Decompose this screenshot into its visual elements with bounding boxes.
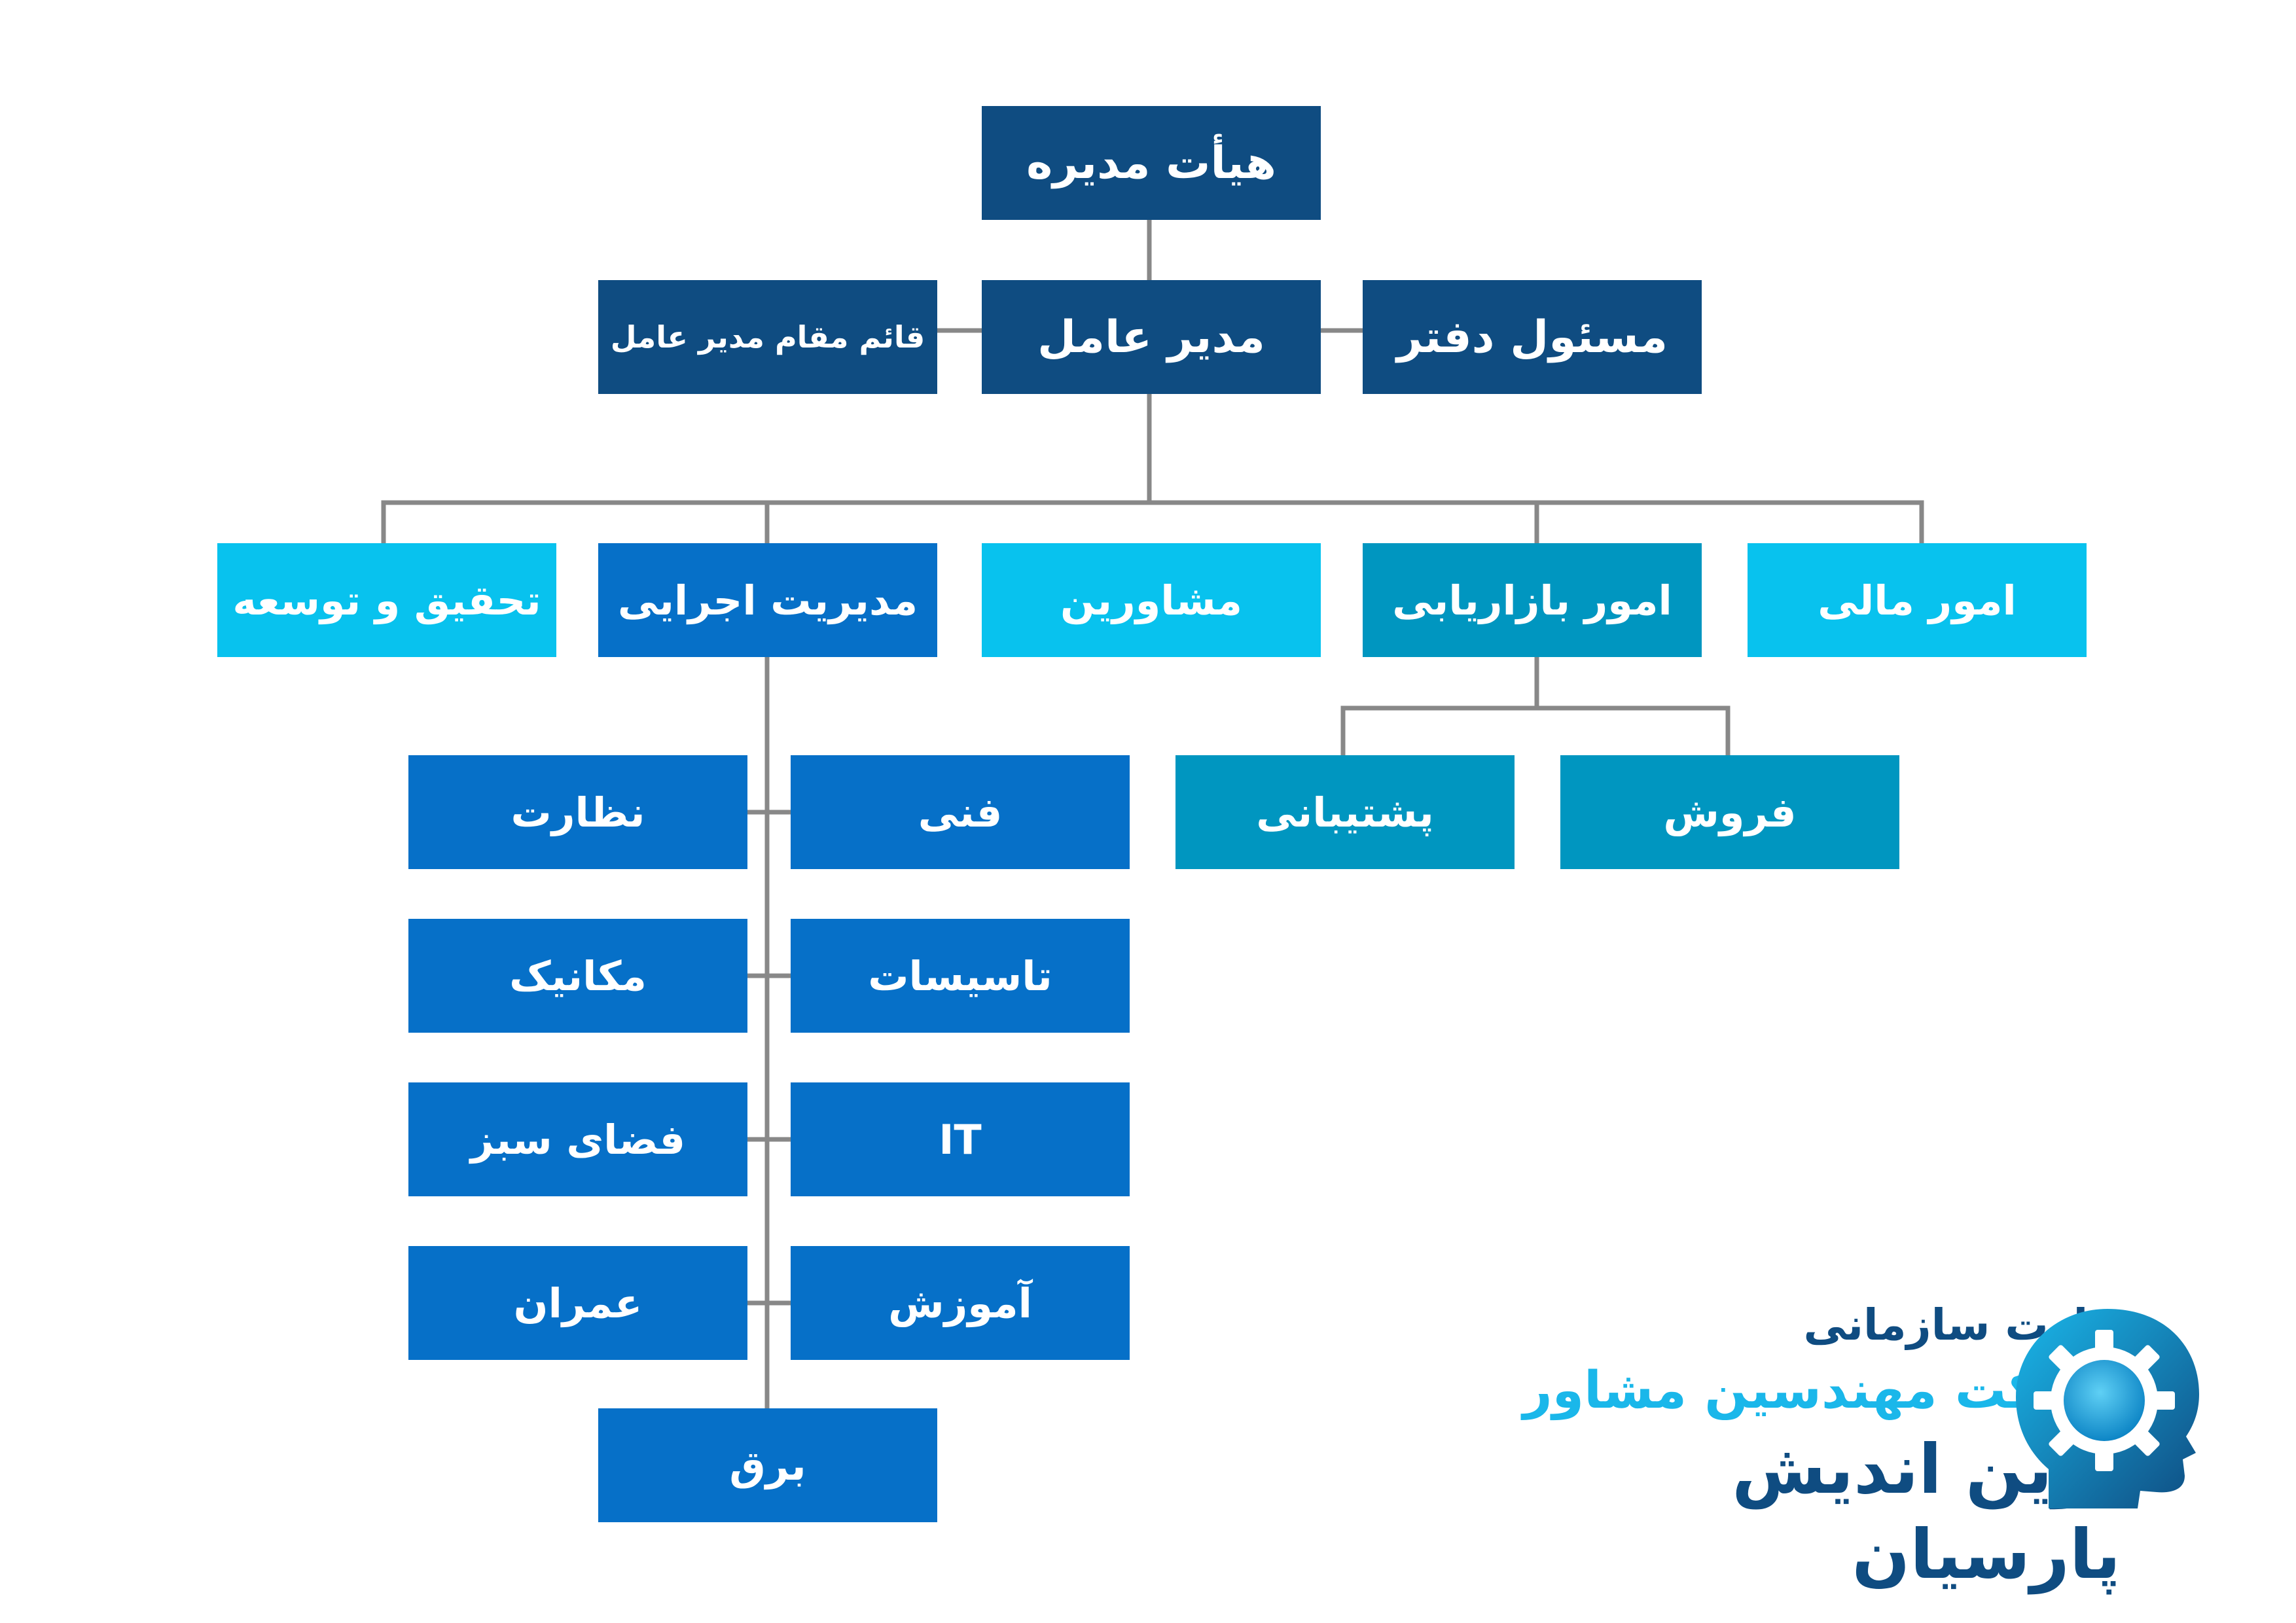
exec-unit-box: فنی xyxy=(791,755,1130,869)
exec-unit-label: فضای سبز xyxy=(470,1115,686,1164)
gear-head-logo-icon xyxy=(2016,1309,2199,1508)
ceo-box: مدیر عامل xyxy=(982,280,1321,394)
ceo-label: مدیر عامل xyxy=(1037,311,1265,363)
exec-unit-box: آموزش xyxy=(791,1246,1130,1360)
exec-unit-label: مکانیک xyxy=(509,952,647,1000)
exec-unit-label: نظارت xyxy=(511,788,645,836)
office-manager-box: مسئول دفتر xyxy=(1363,280,1702,394)
dept-executive-label: مدیریت اجرایی xyxy=(617,576,918,624)
dept-rnd-label: تحقیق و توسعه xyxy=(232,576,541,624)
deputy-ceo-label: قائم مقام مدیر عامل xyxy=(610,319,925,355)
board-label: هیأت مدیره xyxy=(1026,137,1276,189)
exec-unit-box: عمران xyxy=(408,1246,747,1360)
exec-unit-label: فنی xyxy=(918,788,1003,836)
exec-unit-box: فضای سبز xyxy=(408,1082,747,1196)
exec-unit-label: عمران xyxy=(513,1279,643,1327)
dept-rnd-box: تحقیق و توسعه xyxy=(217,543,556,657)
dept-marketing-label: امور بازاریابی xyxy=(1392,576,1672,624)
exec-unit-label: IT xyxy=(939,1115,982,1164)
dept-marketing-box: امور بازاریابی xyxy=(1363,543,1702,657)
exec-unit-box: نظارت xyxy=(408,755,747,869)
exec-unit-label: تاسیسات xyxy=(868,952,1052,1000)
exec-bottom-box: برق xyxy=(598,1408,937,1522)
exec-bottom-label: برق xyxy=(729,1441,806,1489)
dept-advisors-label: مشاورین xyxy=(1060,576,1243,624)
dept-advisors-box: مشاورین xyxy=(982,543,1321,657)
exec-unit-box: تاسیسات xyxy=(791,919,1130,1033)
dept-finance-box: امور مالی xyxy=(1748,543,2087,657)
unit-sales-label: فروش xyxy=(1663,788,1797,836)
exec-unit-box: مکانیک xyxy=(408,919,747,1033)
dept-executive-box: مدیریت اجرایی xyxy=(598,543,937,657)
dept-finance-label: امور مالی xyxy=(1818,576,2017,624)
board-box: هیأت مدیره xyxy=(982,106,1321,220)
office-manager-label: مسئول دفتر xyxy=(1397,311,1668,363)
unit-support-label: پشتیبانی xyxy=(1256,788,1434,836)
deputy-ceo-box: قائم مقام مدیر عامل xyxy=(598,280,937,394)
unit-support-box: پشتیبانی xyxy=(1175,755,1515,869)
exec-unit-label: آموزش xyxy=(888,1279,1032,1327)
unit-sales-box: فروش xyxy=(1560,755,1899,869)
exec-unit-box: IT xyxy=(791,1082,1130,1196)
